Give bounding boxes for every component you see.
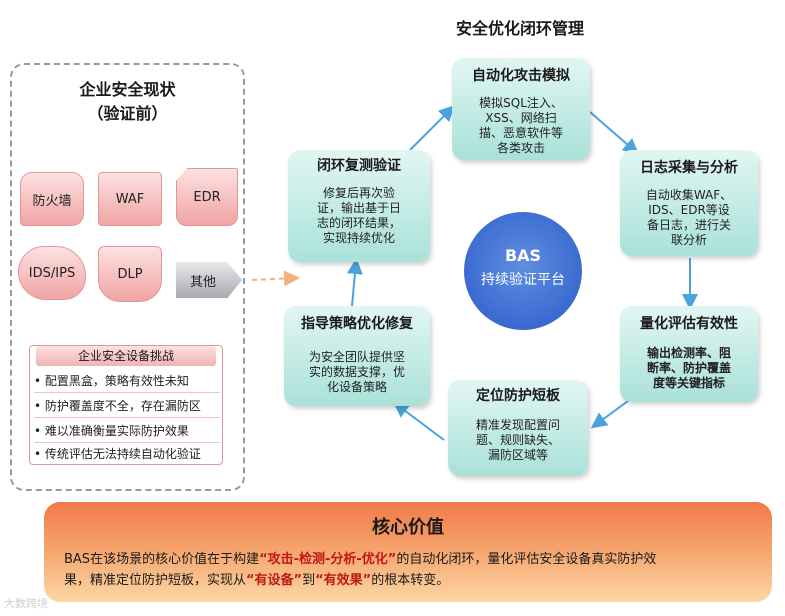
device-other-arrow: 其他 — [176, 262, 242, 298]
step-card-locate-weakness — [448, 380, 588, 476]
arrow-step4-to-step5 — [392, 401, 445, 441]
device-edr: EDR — [176, 168, 238, 226]
step-card-log-analysis — [620, 150, 758, 256]
challenges-title: 企业安全设备挑战 — [36, 346, 216, 366]
core-value-title: 核心价值 — [372, 517, 444, 538]
step-description: 精准发现配置问题、规则缺失、 漏防区域等 — [475, 418, 560, 462]
bas-platform-circle — [464, 212, 582, 330]
divider — [34, 442, 220, 443]
step-card-attack-simulation — [452, 58, 590, 160]
dashed-transition-arrow — [251, 270, 300, 287]
challenge-item: • 传统评估无法持续自动化验证 — [34, 447, 201, 461]
core-value-line-1: BAS在该场景的核心价值在于构建“攻击-检测-分析-优化”的自动化闭环，量化评估… — [64, 552, 657, 567]
step-description: 为安全团队提供坚实的数据支撑，优 化设备策略 — [308, 350, 405, 394]
challenge-item: • 配置黑盒，策略有效性未知 — [34, 374, 189, 388]
watermark-logo: 大数跨境 — [4, 597, 48, 610]
core-value-banner — [44, 502, 772, 602]
step-card-closed-loop-retest — [288, 150, 430, 262]
step-title: 指导策略优化修复 — [301, 316, 413, 332]
challenge-item: • 防护覆盖度不全，存在漏防区 — [34, 399, 201, 413]
step-description: 输出检测率、阻断率、防护覆盖 度等关键指标 — [646, 346, 731, 390]
device-dlp: DLP — [98, 246, 162, 302]
challenge-item: • 难以准确衡量实际防护效果 — [34, 424, 189, 438]
diagram-title: 安全优化闭环管理 — [455, 19, 584, 38]
arrow-step1-to-step2 — [589, 111, 640, 155]
center-label-bas: BAS — [504, 246, 542, 265]
device-firewall: 防火墙 — [20, 172, 84, 226]
step-title: 自动化攻击模拟 — [472, 68, 570, 84]
device-ids-ips: IDS/IPS — [18, 246, 86, 300]
step-title: 量化评估有效性 — [640, 316, 738, 332]
step-title: 闭环复测验证 — [317, 158, 401, 174]
arrow-step5-to-step6 — [346, 258, 363, 307]
core-value-line-2: 果，精准定位防护短板，实现从“有设备”到“有效果”的根本转变。 — [64, 573, 450, 588]
divider — [34, 392, 220, 393]
center-label-platform: 持续验证平台 — [481, 272, 565, 288]
divider — [34, 417, 220, 418]
step-title: 定位防护短板 — [476, 388, 560, 404]
step-card-quantify-effectiveness — [620, 306, 758, 402]
step-description: 模拟SQL注入、XSS、网络扫 描、恶意软件等各类攻击 — [478, 96, 563, 155]
step-card-policy-optimization — [284, 306, 430, 406]
step-description: 修复后再次验证，输出基于日 志的闭环结果，实现持续优化 — [316, 186, 401, 245]
arrow-step6-to-step1 — [409, 105, 455, 151]
current-state-title: 企业安全现状 （验证前） — [79, 80, 176, 123]
step-description: 自动收集WAF、IDS、EDR等设 备日志，进行关联分析 — [645, 188, 733, 247]
device-waf: WAF — [98, 172, 162, 226]
step-title: 日志采集与分析 — [640, 160, 738, 176]
